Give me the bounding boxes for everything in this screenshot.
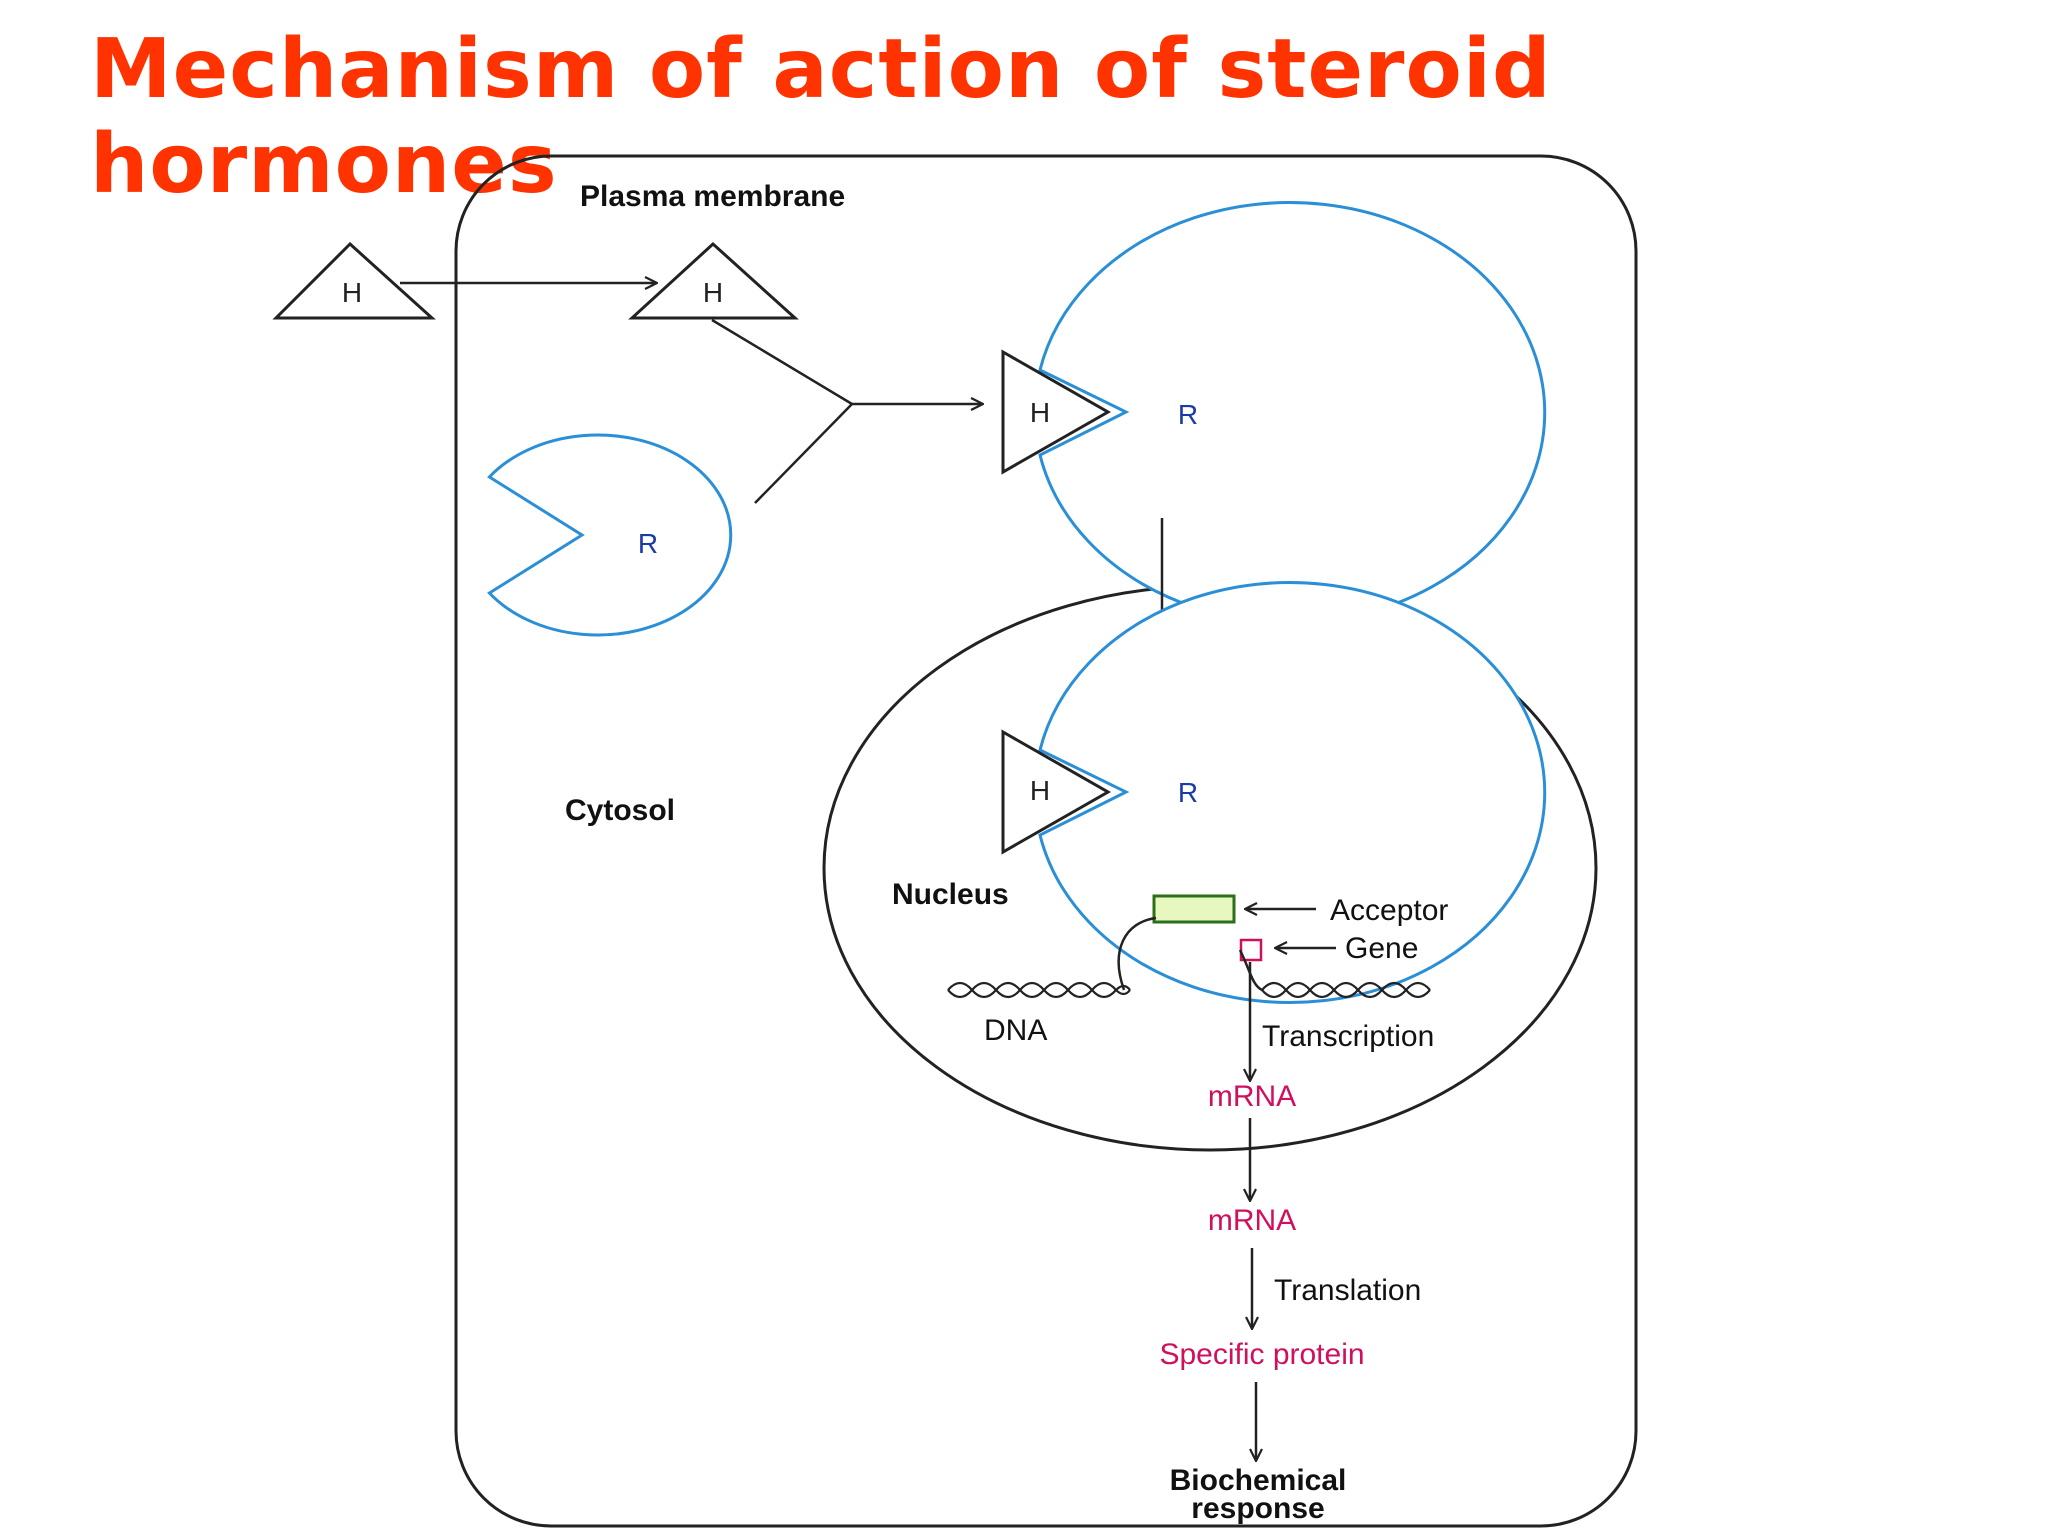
- cytosol-label: Cytosol: [565, 794, 675, 827]
- hormone-symbol: H: [342, 277, 362, 308]
- receptor-symbol: R: [638, 528, 658, 559]
- acceptor-site: [1152, 894, 1236, 924]
- hormone-receptor-complex-cytosol: H R: [1001, 201, 1547, 624]
- nucleus-label: Nucleus: [892, 878, 1009, 911]
- acceptor-label: Acceptor: [1330, 894, 1448, 927]
- hormone-extracellular: H: [272, 241, 436, 320]
- receptor-symbol: R: [1178, 399, 1198, 430]
- page-title: Mechanism of action of steroid hormones: [90, 22, 1552, 212]
- plasma-membrane-label: Plasma membrane: [580, 180, 845, 213]
- dna-helix: [947, 981, 1431, 999]
- gene-label: Gene: [1345, 932, 1418, 965]
- dna-label: DNA: [984, 1014, 1047, 1047]
- binding-line-receptor: [754, 403, 853, 504]
- receptor-symbol: R: [1178, 777, 1198, 808]
- binding-line-hormone: [711, 318, 853, 406]
- biochemical-response-label-line2: response: [1191, 1492, 1324, 1525]
- hormone-symbol: H: [1030, 397, 1050, 428]
- translation-label: Translation: [1274, 1274, 1421, 1307]
- biochemical-response-label-line1: Biochemical: [1170, 1464, 1347, 1497]
- cell-membrane: [454, 154, 1638, 1528]
- mrna-nucleus-label: mRNA: [1208, 1080, 1296, 1113]
- mrna-cytosol-label: mRNA: [1208, 1204, 1296, 1237]
- dna-strand-right-b: [1261, 981, 1431, 999]
- specific-protein-label: Specific protein: [1159, 1338, 1364, 1371]
- transcription-label: Transcription: [1262, 1020, 1434, 1053]
- dna-strand-right-a: [1261, 981, 1431, 999]
- hormone-receptor-complex-nucleus: H R: [1001, 581, 1547, 1004]
- hormone-cytosol: H: [628, 241, 799, 320]
- dna-strand-left-b: [947, 981, 1131, 999]
- hormone-symbol: H: [1030, 775, 1050, 806]
- hormone-symbol: H: [703, 277, 723, 308]
- receptor-free: R: [487, 433, 733, 637]
